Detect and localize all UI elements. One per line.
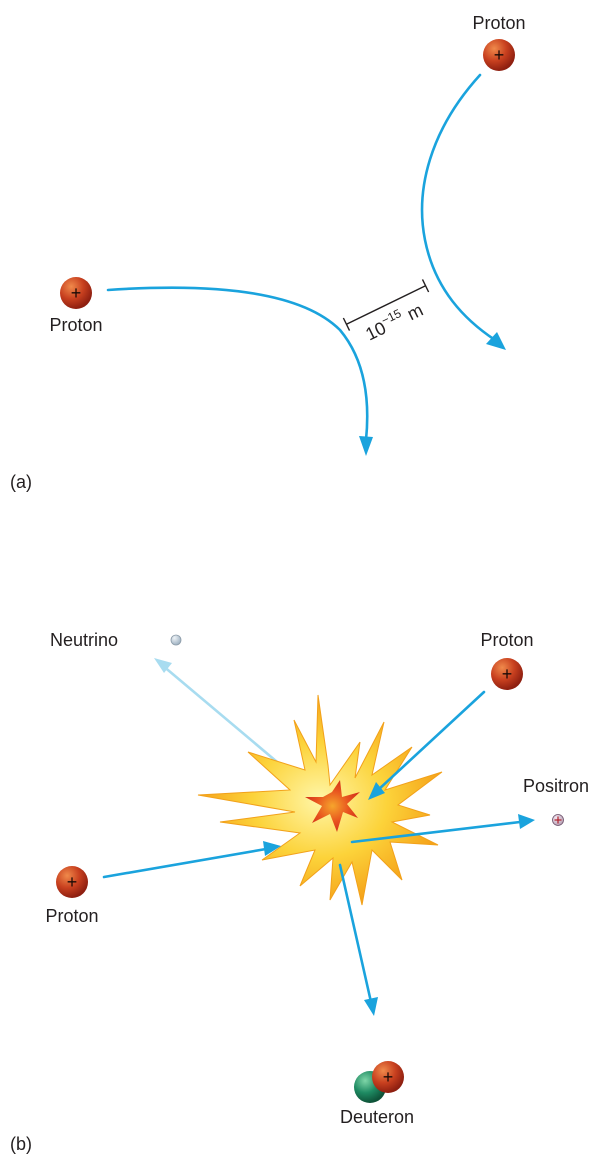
panel-a-label: (a) — [10, 472, 32, 492]
deuteron-arrowhead — [364, 997, 378, 1016]
positron-arrowhead — [518, 814, 535, 829]
panel-a: + Proton + Proton 10−15m (a) — [10, 13, 526, 492]
proton-left-arrowhead — [263, 841, 281, 856]
proton-top-label: Proton — [472, 13, 525, 33]
fusion-core — [305, 780, 360, 832]
deuteron-trajectory — [338, 863, 373, 1004]
proton-left-trajectory — [106, 286, 369, 442]
panel-b-label: (b) — [10, 1134, 32, 1154]
proton-left-particle: + — [56, 866, 88, 898]
proton-top-particle: + — [483, 39, 515, 71]
proton-top-arrowhead — [486, 332, 506, 350]
proton-left-trajectory — [102, 847, 268, 879]
proton-top-label: Proton — [480, 630, 533, 650]
proton-top-trajectory — [420, 73, 497, 342]
proton-top-trajectory — [376, 690, 486, 792]
plus-symbol: + — [383, 1067, 394, 1087]
neutrino-arrowhead — [154, 658, 172, 673]
proton-left-label: Proton — [45, 906, 98, 926]
plus-symbol: + — [67, 872, 78, 892]
deuteron-particle: + — [354, 1061, 404, 1103]
neutrino-label: Neutrino — [50, 630, 118, 650]
proton-top-particle: + — [491, 658, 523, 690]
positron-particle — [552, 814, 564, 826]
neutrino-particle — [170, 634, 182, 646]
proton-sphere — [372, 1061, 404, 1093]
panel-b: Neutrino Proton + Positron + Proton + De… — [10, 630, 589, 1154]
plus-symbol: + — [71, 283, 82, 303]
proton-top-arrowhead — [368, 782, 385, 800]
scale-bar: 10−15m — [342, 279, 430, 345]
scale-label: 10−15m — [361, 297, 426, 345]
proton-left-label: Proton — [49, 315, 102, 335]
plus-symbol: + — [494, 45, 505, 65]
positron-trajectory — [350, 820, 522, 844]
proton-left-arrowhead — [359, 436, 373, 456]
proton-left-particle: + — [60, 277, 92, 309]
deuteron-label: Deuteron — [340, 1107, 414, 1127]
plus-symbol: + — [502, 664, 513, 684]
positron-label: Positron — [523, 776, 589, 796]
